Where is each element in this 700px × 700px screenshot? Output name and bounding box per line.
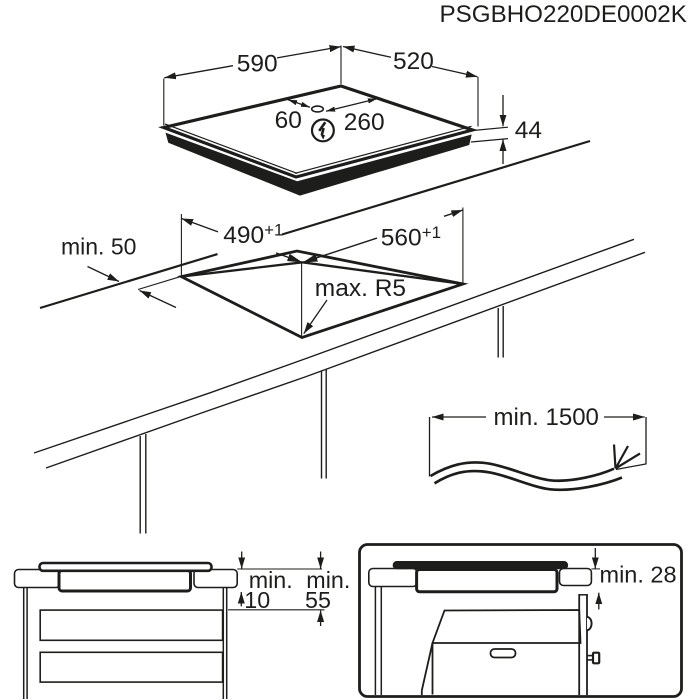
- svg-text:min.: min.: [249, 567, 293, 593]
- svg-text:520: 520: [393, 48, 434, 75]
- svg-text:560+1: 560+1: [381, 223, 441, 252]
- svg-text:min. 28: min. 28: [600, 562, 677, 588]
- svg-text:590: 590: [237, 50, 278, 77]
- svg-text:10: 10: [244, 587, 270, 613]
- svg-text:260: 260: [344, 109, 385, 136]
- svg-text:44: 44: [515, 117, 542, 144]
- svg-text:490+1: 490+1: [223, 220, 283, 249]
- svg-text:55: 55: [305, 587, 331, 613]
- svg-text:min. 50: min. 50: [61, 234, 136, 260]
- svg-text:60: 60: [275, 107, 302, 134]
- svg-text:PSGBHO220DE0002K: PSGBHO220DE0002K: [440, 1, 687, 28]
- svg-text:min. 1500: min. 1500: [494, 404, 599, 431]
- svg-text:min.: min.: [306, 567, 350, 593]
- svg-text:max. R5: max. R5: [315, 275, 406, 302]
